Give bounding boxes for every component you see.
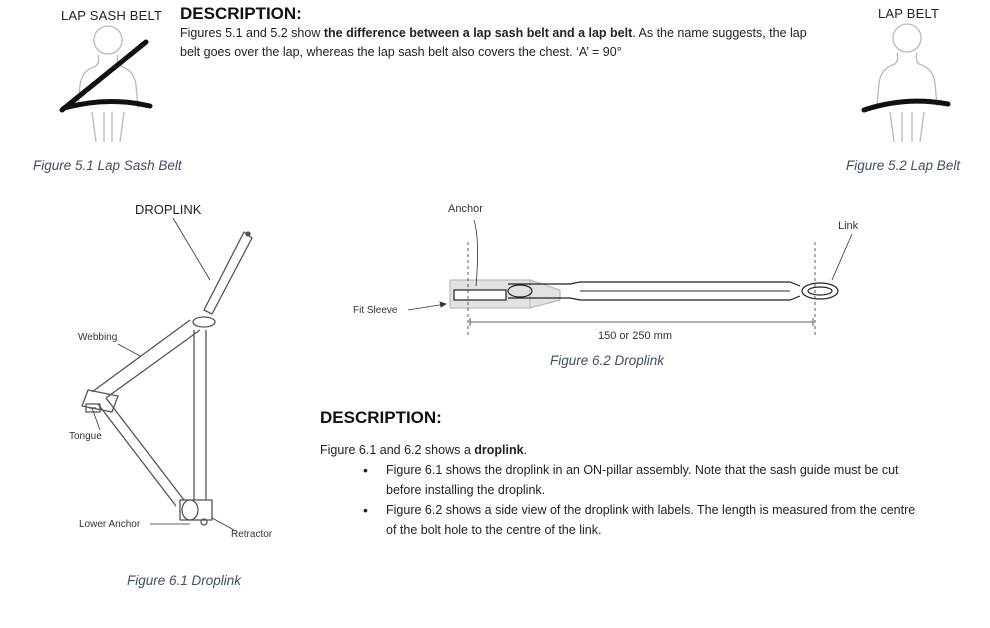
bullet-line: before installing the droplink. [386, 483, 546, 497]
bottom-intro: Figure 6.1 and 6.2 shows a droplink. [320, 441, 527, 460]
figure-5-2-caption: Figure 5.2 Lap Belt [846, 158, 961, 173]
droplink-assembly-drawing [81, 231, 253, 526]
figure-5-1-caption: Figure 5.1 Lap Sash Belt [33, 158, 182, 173]
paragraph-line2: belt goes over the lap, whereas the lap … [180, 45, 622, 59]
intro-text: Figure 6.1 and 6.2 shows a [320, 443, 475, 457]
bullet-item: Figure 6.2 shows a side view of the drop… [320, 500, 980, 540]
lap-belt-strap [861, 98, 951, 113]
lap-sash-person-figure [77, 25, 139, 143]
figure-6-1-caption: Figure 6.1 Droplink [127, 573, 242, 588]
figure-6-2-caption: Figure 6.2 Droplink [550, 353, 665, 368]
dimension-label: 150 or 250 mm [598, 330, 672, 342]
paragraph-bold: the difference between a lap sash belt a… [323, 26, 633, 40]
intro-end: . [523, 443, 528, 457]
lap-belt-label: LAP BELT [878, 6, 940, 21]
intro-bold: droplink [474, 443, 524, 457]
bullet-item: Figure 6.1 shows the droplink in an ON-p… [320, 460, 980, 500]
top-description-paragraph: Figures 5.1 and 5.2 show the difference … [180, 24, 850, 62]
lower-anchor-label: Lower Anchor [79, 519, 141, 530]
droplink-side-view-drawing [449, 279, 839, 309]
anchor-label: Anchor [448, 203, 483, 215]
fit-sleeve-label: Fit Sleeve [353, 305, 398, 316]
lap-belt-person-figure [876, 23, 938, 143]
bottom-description-title: DESCRIPTION: [320, 408, 442, 427]
link-label: Link [838, 220, 859, 232]
fig61-leader-lines [91, 217, 235, 531]
lap-sash-belt-label: LAP SASH BELT [61, 8, 163, 23]
bottom-bullet-list: Figure 6.1 shows the droplink in an ON-p… [320, 460, 980, 540]
top-description-title: DESCRIPTION: [180, 4, 302, 23]
webbing-label: Webbing [78, 332, 118, 343]
retractor-label: Retractor [231, 529, 273, 540]
paragraph-text-cont: . As the name suggests, the lap [632, 26, 807, 40]
bullet-line: of the bolt hole to the centre of the li… [386, 523, 602, 537]
paragraph-text: Figures 5.1 and 5.2 show [180, 26, 324, 40]
lap-sash-belt-straps [59, 39, 153, 113]
bullet-line: Figure 6.1 shows the droplink in an ON-p… [386, 463, 899, 477]
fig62-dimension-lines [407, 219, 853, 336]
tongue-label: Tongue [69, 431, 102, 442]
droplink-label: DROPLINK [135, 202, 202, 217]
bullet-line: Figure 6.2 shows a side view of the drop… [386, 503, 916, 517]
